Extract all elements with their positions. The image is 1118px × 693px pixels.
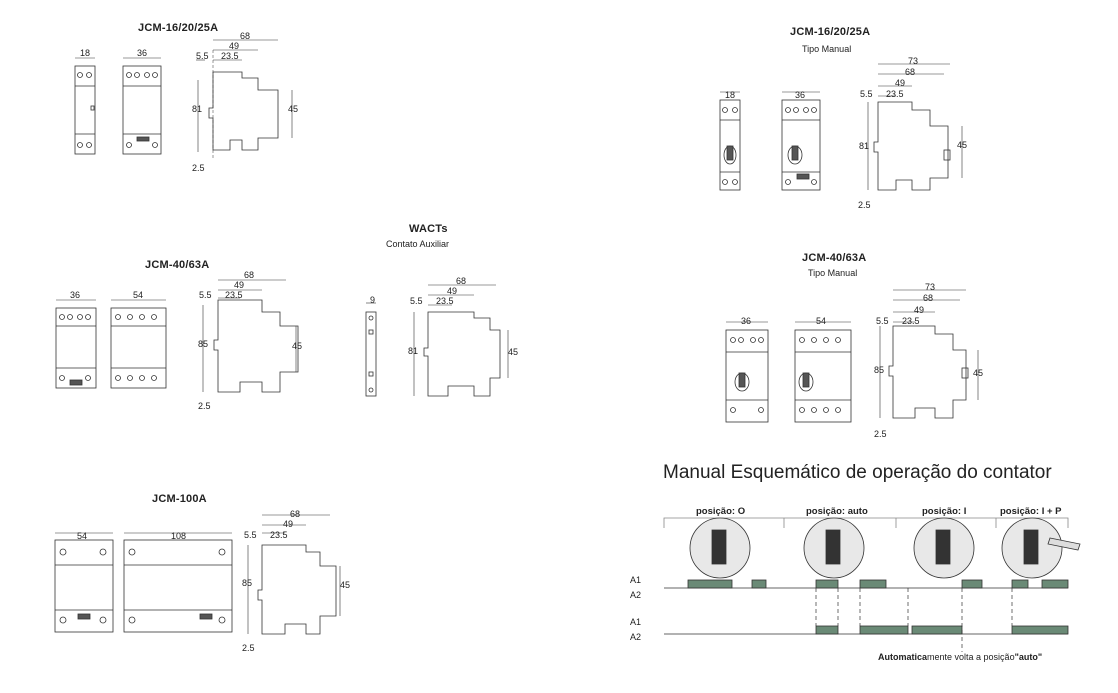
signal-traces xyxy=(664,579,1069,635)
dim-label: 49 xyxy=(283,519,294,529)
signal-label: A2 xyxy=(630,632,642,642)
dim-label: 85 xyxy=(198,339,209,349)
dim-label: 2.5 xyxy=(858,200,871,210)
position-label-ip: posição: I + P xyxy=(1000,506,1062,517)
dim-label: 85 xyxy=(242,578,253,588)
dim-label: 54 xyxy=(77,531,88,541)
manual-16-25-side xyxy=(867,63,963,191)
dim-label: 45 xyxy=(340,580,351,590)
dim-label: 45 xyxy=(292,341,303,351)
dim-label: 73 xyxy=(908,56,919,66)
dim-label: 45 xyxy=(508,347,519,357)
dim-label: 23.5 xyxy=(270,530,288,540)
dim-label: 2.5 xyxy=(874,429,887,439)
dim-label: 49 xyxy=(914,305,925,315)
dim-label: 49 xyxy=(447,286,458,296)
dim-label: 73 xyxy=(925,282,936,292)
dim-label: 49 xyxy=(234,280,245,290)
dim-label: 54 xyxy=(816,316,827,326)
dim-label: 23.5 xyxy=(221,51,239,61)
position-label-auto: posição: auto xyxy=(806,506,868,517)
jcm-16-25-side xyxy=(196,39,293,160)
dim-label: 68 xyxy=(923,293,934,303)
dim-label: 81 xyxy=(408,346,419,356)
dim-label: 2.5 xyxy=(192,163,205,173)
dim-label: 5.5 xyxy=(196,51,209,61)
block-b-title: JCM-40/63A xyxy=(145,259,210,271)
jcm-40-63-front-4p xyxy=(110,299,167,389)
block-c-title: JCM-100A xyxy=(152,493,207,505)
block-f-subtitle: Tipo Manual xyxy=(808,268,858,278)
auto-return-note: Automaticamente volta a posição"auto" xyxy=(878,652,1042,662)
jcm-16-25-front-2p xyxy=(122,57,162,155)
dim-label: 81 xyxy=(859,141,870,151)
block-e-title: JCM-16/20/25A xyxy=(790,26,871,38)
wacts-side xyxy=(413,284,509,397)
dim-label: 23.5 xyxy=(902,316,920,326)
dim-label: 2.5 xyxy=(242,643,255,653)
dim-label: 36 xyxy=(741,316,752,326)
jcm-16-25-front-1p xyxy=(74,57,96,155)
dim-label: 36 xyxy=(137,48,148,58)
schematic-heading: Manual Esquemático de operação do contat… xyxy=(663,462,1052,483)
jcm-40-63-side xyxy=(202,279,299,393)
manual-40-63-front-2p xyxy=(725,321,769,423)
dim-label: 5.5 xyxy=(876,316,889,326)
manual-40-63-front-4p xyxy=(794,321,852,423)
position-label-i: posição: I xyxy=(922,506,967,517)
dim-label: 108 xyxy=(171,531,187,541)
signal-label: A1 xyxy=(630,575,642,585)
dim-label: 68 xyxy=(905,67,916,77)
dim-label: 5.5 xyxy=(860,89,873,99)
block-f-title: JCM-40/63A xyxy=(802,252,867,264)
dim-label: 81 xyxy=(192,104,203,114)
dim-label: 68 xyxy=(456,276,467,286)
dim-label: 54 xyxy=(133,290,144,300)
signal-label: A2 xyxy=(630,590,642,600)
dim-label: 68 xyxy=(240,31,251,41)
dim-label: 2.5 xyxy=(198,401,211,411)
dim-label: 45 xyxy=(288,104,299,114)
schematic-frame xyxy=(663,517,1069,528)
note-tail: "auto" xyxy=(1014,652,1043,662)
wacts-front xyxy=(365,302,377,397)
dim-label: 18 xyxy=(725,90,736,100)
block-a-title: JCM-16/20/25A xyxy=(138,22,219,34)
dim-label: 49 xyxy=(229,41,240,51)
jcm-100-side xyxy=(247,514,341,635)
note-rest: mente volta a posição xyxy=(927,652,1015,662)
timing-guides xyxy=(815,588,1013,652)
block-d-subtitle: Contato Auxiliar xyxy=(386,239,450,249)
dim-label: 85 xyxy=(874,365,885,375)
dim-label: 36 xyxy=(795,90,806,100)
dim-label: 36 xyxy=(70,290,81,300)
jcm-100-front-2p xyxy=(54,532,114,633)
block-d-title: WACTs xyxy=(409,223,448,235)
dim-label: 49 xyxy=(895,78,906,88)
dim-label: 23.5 xyxy=(225,290,243,300)
manual-16-25-front-1p xyxy=(719,91,741,191)
dim-label: 68 xyxy=(290,509,301,519)
dim-label: 68 xyxy=(244,270,255,280)
signal-label: A1 xyxy=(630,617,642,627)
dim-label: 45 xyxy=(973,368,984,378)
dim-label: 5.5 xyxy=(410,296,423,306)
dim-label: 5.5 xyxy=(244,530,257,540)
dim-label: 18 xyxy=(80,48,91,58)
manual-40-63-side xyxy=(879,289,979,419)
block-e-subtitle: Tipo Manual xyxy=(802,44,852,54)
jcm-40-63-front-2p xyxy=(55,299,97,389)
dim-label: 45 xyxy=(957,140,968,150)
note-bold: Automatica xyxy=(878,652,928,662)
switch-dials xyxy=(689,517,1081,579)
dim-label: 5.5 xyxy=(199,290,212,300)
manual-16-25-front-2p xyxy=(781,91,821,191)
dim-label: 9 xyxy=(370,295,376,305)
dim-label: 23.5 xyxy=(436,296,454,306)
dim-label: 23.5 xyxy=(886,89,904,99)
jcm-100-front-4p xyxy=(123,532,233,633)
position-label-o: posição: O xyxy=(696,506,746,517)
